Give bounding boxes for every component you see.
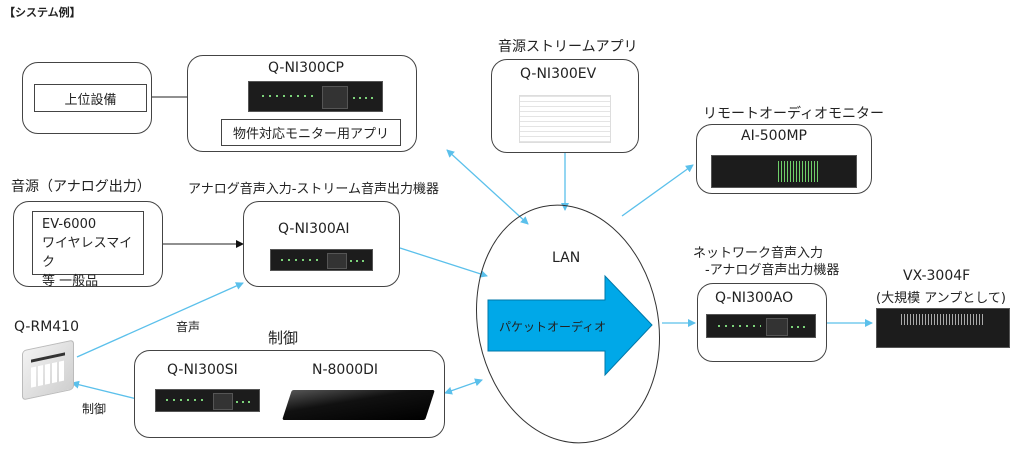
ao-device-image	[706, 314, 816, 338]
ev-caption: 音源ストリームアプリ	[498, 39, 638, 55]
control-model-si: Q-NI300SI	[167, 362, 238, 378]
page-title: 【システム例】	[4, 6, 81, 19]
monitor-caption: リモートオーディオモニター	[703, 106, 885, 122]
source-line-1: EV-6000	[42, 217, 97, 232]
packet-audio-label: パケットオーディオ	[499, 320, 607, 334]
rm-audio-label: 音声	[176, 320, 201, 334]
monitor-model: AI-500MP	[741, 128, 808, 144]
lan-cloud	[475, 204, 661, 444]
upper-equipment-box: 上位設備	[34, 84, 147, 112]
di-device-image	[282, 390, 435, 420]
source-line-3: 等 一般品	[42, 274, 99, 289]
vx-model: VX-3004F	[903, 268, 971, 284]
ai-group	[243, 201, 400, 287]
cp-app-box: 物件対応モニター用アプリ	[221, 119, 401, 146]
control-caption: 制御	[268, 329, 299, 347]
link-cp-lan	[446, 149, 529, 225]
source-caption: 音源（アナログ出力）	[11, 179, 151, 195]
ai-caption: アナログ音声入力-ストリーム音声出力機器	[188, 182, 440, 197]
link-rm-ai	[76, 282, 244, 358]
si-device-image	[155, 389, 260, 412]
lan-label: LAN	[552, 250, 581, 266]
ev-model: Q-NI300EV	[520, 66, 597, 82]
packet-audio-arrow	[487, 274, 653, 377]
vx-device-image	[876, 308, 1010, 348]
vx-note: (大規模 アンプとして)	[876, 291, 1006, 306]
link-lan-monitor	[621, 164, 694, 217]
ao-model: Q-NI300AO	[715, 290, 794, 306]
source-box: EV-6000 ワイヤレスマイク 等 一般品	[32, 211, 144, 289]
source-line-2: ワイヤレスマイク	[42, 236, 133, 270]
ao-caption-line2: -アナログ音声出力機器	[705, 263, 840, 278]
rm-model: Q-RM410	[14, 319, 79, 335]
cp-model: Q-NI300CP	[268, 60, 345, 76]
link-control-lan	[444, 378, 483, 395]
source-group	[13, 201, 163, 287]
rm-control-label: 制御	[82, 402, 107, 416]
ai-device-image	[270, 249, 373, 271]
ev-app-screenshot	[519, 95, 611, 143]
monitor-device-image	[711, 155, 857, 188]
cp-device-image	[248, 81, 383, 112]
ao-caption-line1: ネットワーク音声入力	[693, 246, 824, 261]
ai-model: Q-NI300AI	[278, 221, 350, 237]
control-model-di: N-8000DI	[312, 362, 379, 378]
link-ai-lan	[399, 247, 488, 278]
